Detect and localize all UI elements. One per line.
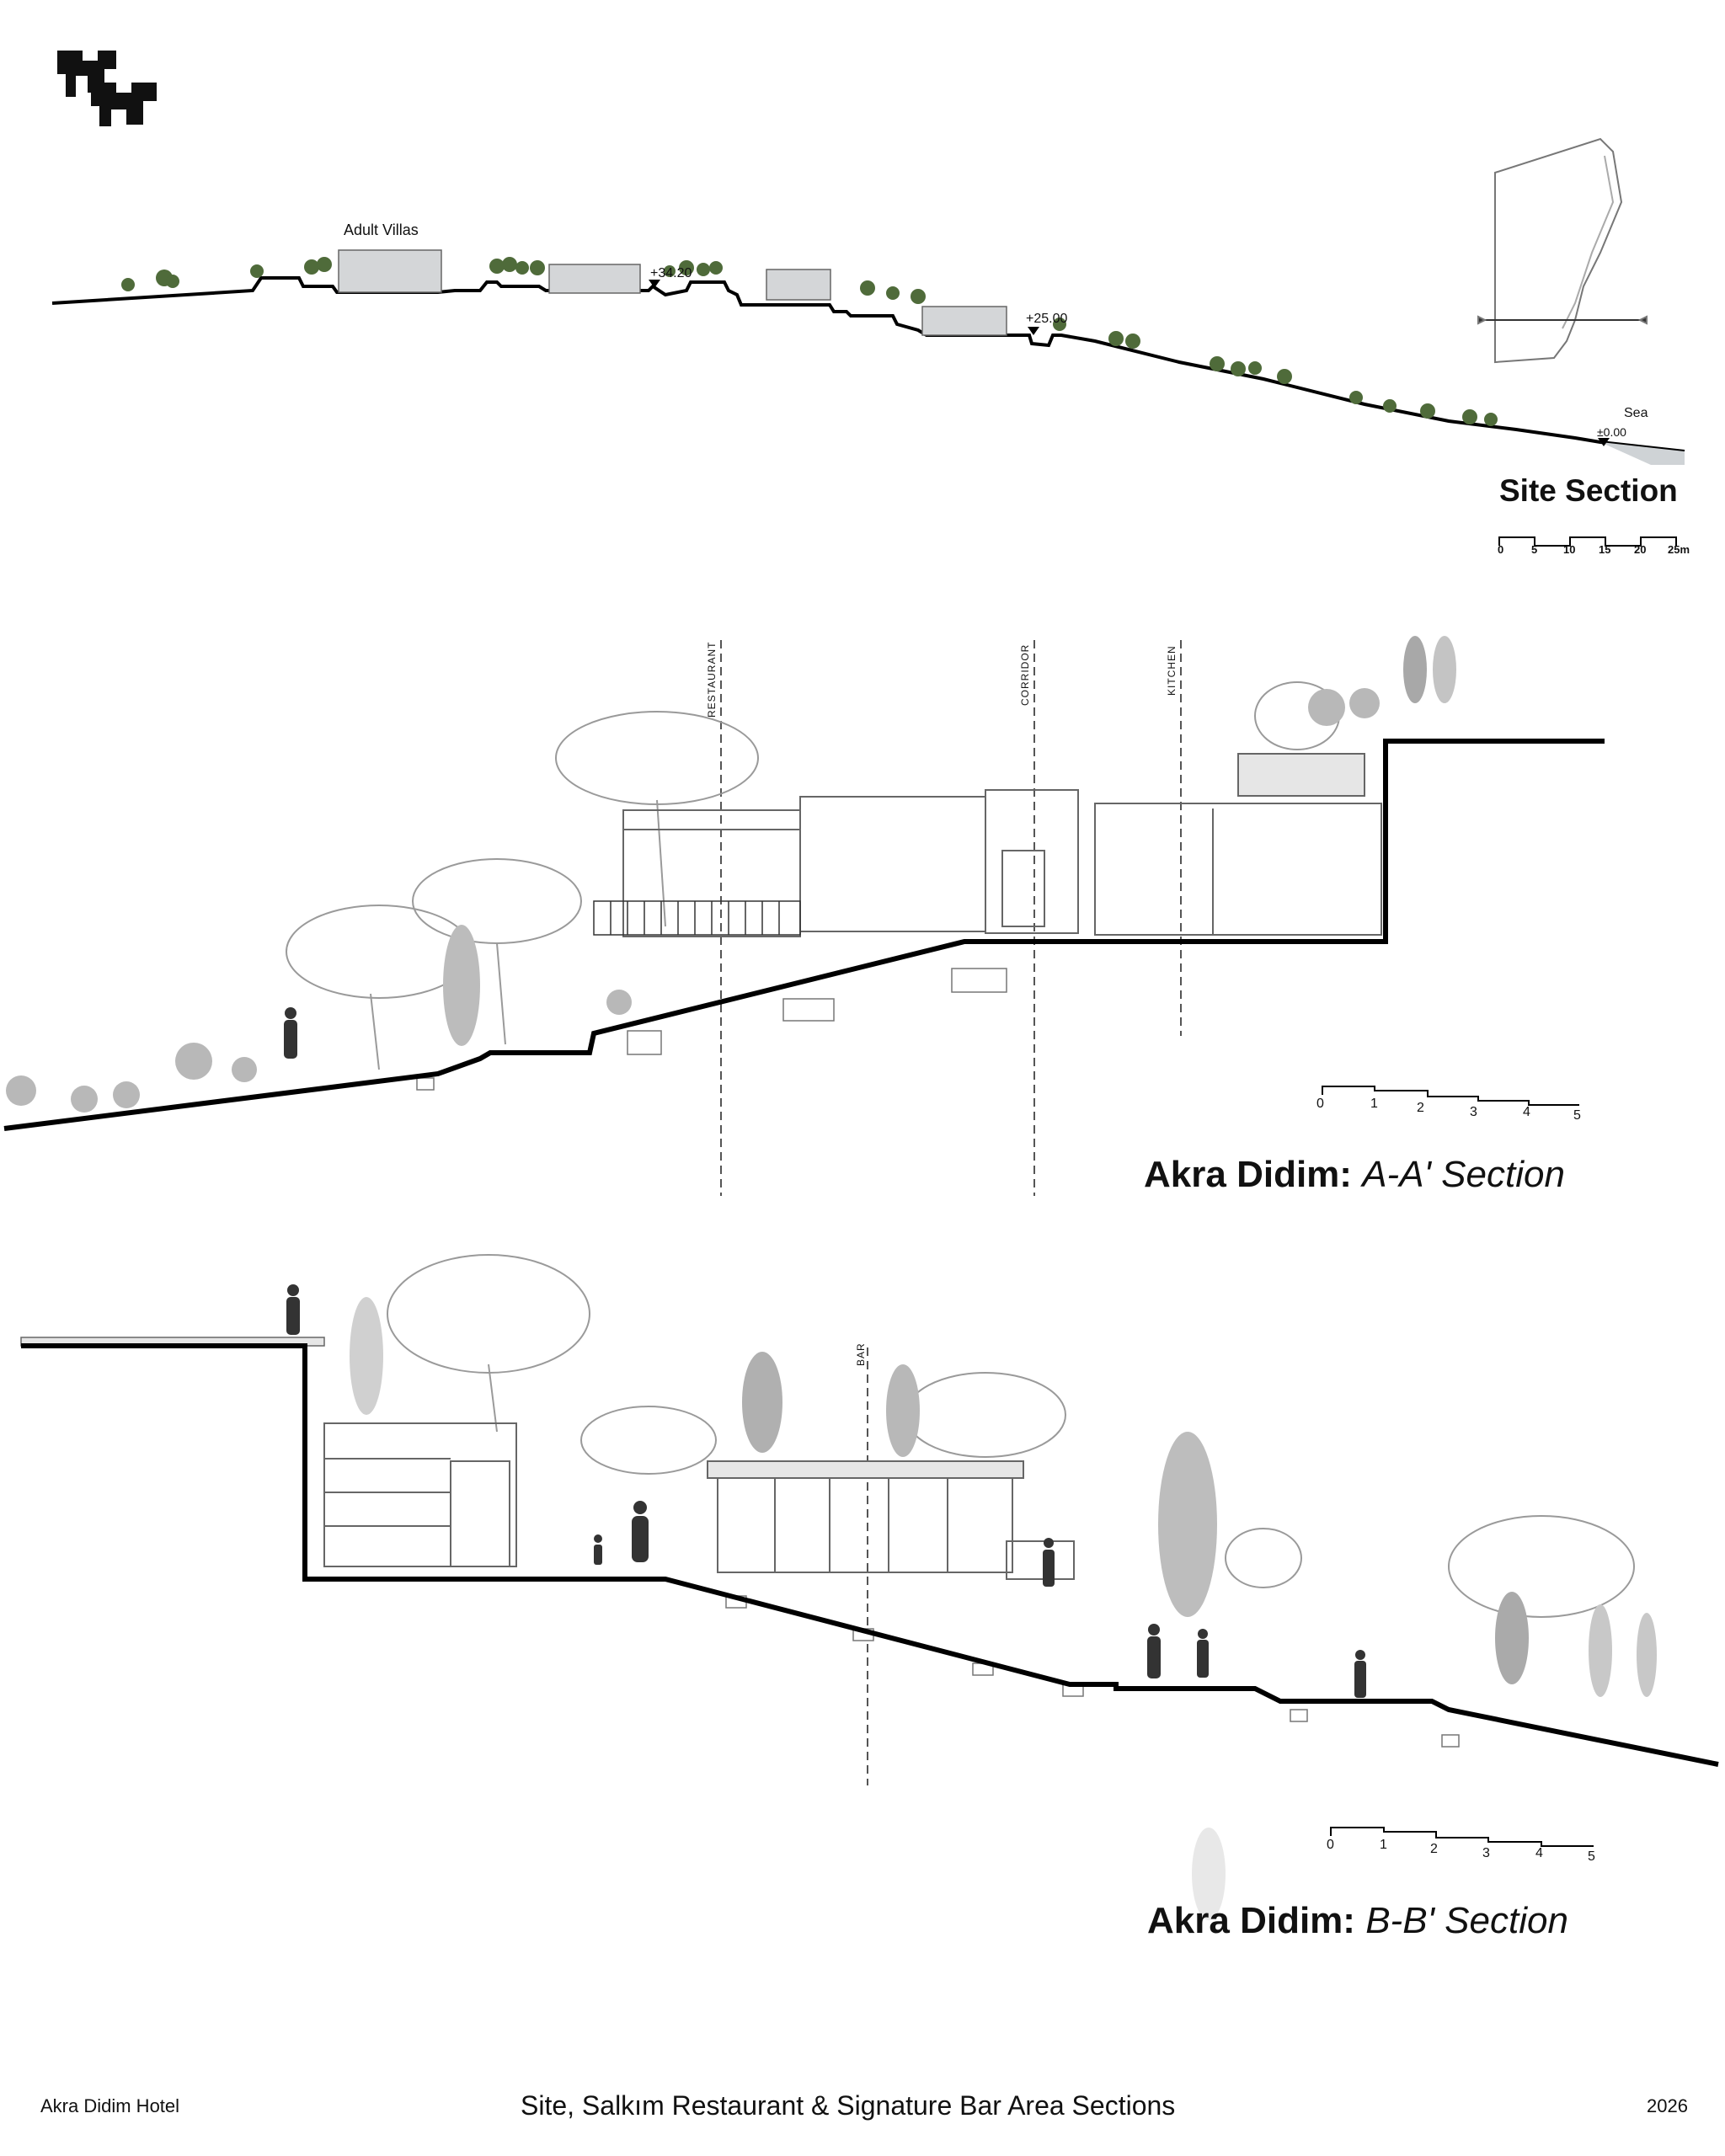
level-label-mid: +25.00 <box>1026 312 1068 326</box>
site-scale-5: 5 <box>1531 543 1538 556</box>
site-scale-10: 10 <box>1563 543 1576 556</box>
cut-label-kitchen: KITCHEN <box>1166 645 1178 696</box>
level-marker-mid <box>1028 327 1039 335</box>
section-b-scale-4: 4 <box>1535 1846 1543 1860</box>
section-b-title-bold: Akra Didim: <box>1147 1900 1355 1941</box>
section-b-scale-2: 2 <box>1430 1842 1438 1856</box>
section-b-scale-3: 3 <box>1482 1846 1490 1860</box>
studio-logo-icon <box>57 51 158 126</box>
site-ground-line <box>51 276 1685 453</box>
adult-villas-label: Adult Villas <box>344 221 419 238</box>
section-a-title-italic: A-A' Section <box>1362 1154 1565 1195</box>
section-a-title: Akra Didim: A-A' Section <box>1144 1154 1565 1196</box>
sea-wedge <box>1600 442 1685 465</box>
section-key-plan-icon <box>1477 137 1648 364</box>
section-a-scale-4: 4 <box>1523 1105 1530 1119</box>
section-a-scale-2: 2 <box>1417 1101 1424 1115</box>
section-a-scale-5: 5 <box>1573 1108 1581 1123</box>
sea-level-label: ±0.00 <box>1597 425 1626 439</box>
section-a-scale-0: 0 <box>1316 1097 1324 1111</box>
section-a-scale-1: 1 <box>1370 1097 1378 1111</box>
cut-label-restaurant: RESTAURANT <box>706 641 718 718</box>
section-a-scale-3: 3 <box>1470 1105 1477 1119</box>
site-scale-15: 15 <box>1599 543 1611 556</box>
villa-block-4 <box>921 306 1007 336</box>
footer-project-name: Akra Didim Hotel <box>40 2095 180 2116</box>
level-marker-sea <box>1598 438 1610 446</box>
level-label-upper: +34.20 <box>650 266 692 280</box>
site-section-title: Site Section <box>1499 473 1678 508</box>
footer-year: 2026 <box>1647 2095 1688 2116</box>
site-scale-20: 20 <box>1634 543 1647 556</box>
site-trees <box>121 257 1498 426</box>
section-b-scale-5: 5 <box>1588 1849 1595 1864</box>
site-scale-25: 25m <box>1668 543 1690 556</box>
section-b-scale-1: 1 <box>1380 1838 1387 1852</box>
section-b-title-italic: B-B' Section <box>1365 1900 1568 1941</box>
villa-block-1 <box>338 249 442 293</box>
sea-label: Sea <box>1624 406 1648 420</box>
footer-sheet-title: Site, Salkım Restaurant & Signature Bar … <box>521 2090 1176 2121</box>
cut-label-corridor: CORRIDOR <box>1019 643 1031 706</box>
villa-block-3 <box>766 269 831 301</box>
site-scale-0: 0 <box>1498 543 1504 556</box>
cut-label-bar: BAR <box>855 1342 867 1366</box>
section-b-title: Akra Didim: B-B' Section <box>1147 1900 1568 1942</box>
section-b-scale-0: 0 <box>1327 1838 1334 1852</box>
section-a-title-bold: Akra Didim: <box>1144 1154 1352 1195</box>
level-marker-upper <box>649 280 660 288</box>
villa-block-2 <box>548 264 641 294</box>
site-scale-bar <box>1498 536 1677 547</box>
